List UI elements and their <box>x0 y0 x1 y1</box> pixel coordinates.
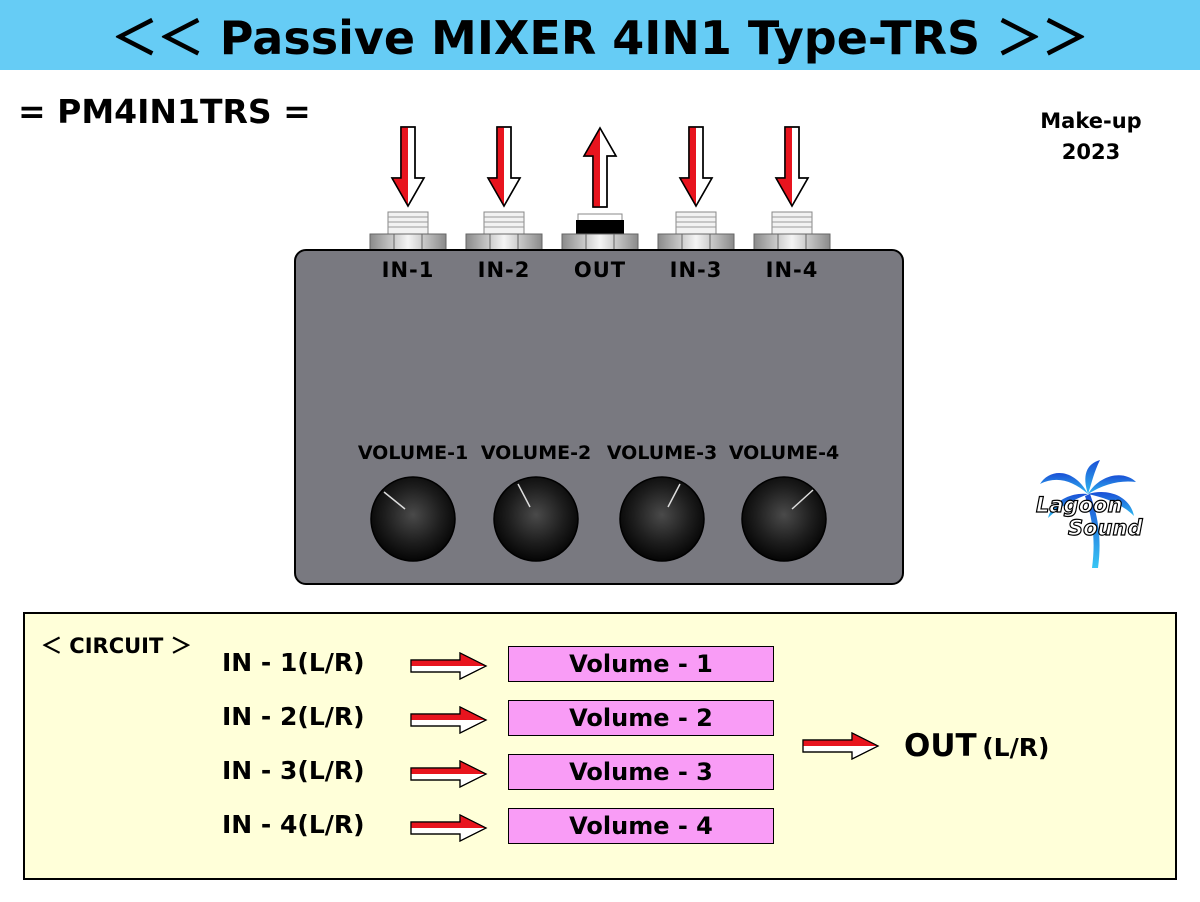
jack-label-in-2: IN-2 <box>477 258 531 282</box>
knob-label-volume-2: VOLUME-2 <box>480 442 592 464</box>
circuit-input-4: IN - 4(L/R) <box>222 810 365 839</box>
in-4-jack <box>753 211 831 251</box>
circuit-title: ＜ CIRCUIT ＞ <box>41 634 192 658</box>
out-jack <box>561 213 639 251</box>
circuit-output-channels: (L/R) <box>982 733 1050 762</box>
flow-arrow-3-icon <box>410 760 488 788</box>
jack-label-out: OUT <box>573 258 627 282</box>
circuit-output-label: OUT <box>904 728 977 764</box>
in-1-arrow-icon <box>390 126 426 208</box>
jack-connectors <box>369 211 831 251</box>
jack-label-in-4: IN-4 <box>765 258 819 282</box>
jack-label-in-3: IN-3 <box>669 258 723 282</box>
logo-text-lagoon: Lagoon <box>1036 493 1122 517</box>
jack-label-in-1: IN-1 <box>381 258 435 282</box>
flow-arrow-2-icon <box>410 706 488 734</box>
in-2-jack <box>465 211 543 251</box>
circuit-volume-1: Volume - 1 <box>508 646 774 682</box>
knob-label-volume-3: VOLUME-3 <box>606 442 718 464</box>
in-3-jack <box>657 211 735 251</box>
makeup-year: 2023 <box>1061 140 1121 164</box>
volume-3-knob[interactable] <box>618 475 706 563</box>
knob-label-volume-4: VOLUME-4 <box>728 442 840 464</box>
in-2-arrow-icon <box>486 126 522 208</box>
title-banner: ＜＜ Passive MIXER 4IN1 Type-TRS ＞＞ <box>0 0 1200 70</box>
circuit-input-2: IN - 2(L/R) <box>222 702 365 731</box>
in-1-jack <box>369 211 447 251</box>
in-4-arrow-icon <box>774 126 810 208</box>
knob-label-volume-1: VOLUME-1 <box>357 442 469 464</box>
logo-text-sound: Sound <box>1068 516 1143 540</box>
circuit-volume-4: Volume - 4 <box>508 808 774 844</box>
in-3-arrow-icon <box>678 126 714 208</box>
model-name: = PM4IN1TRS = <box>18 92 311 131</box>
circuit-input-3: IN - 3(L/R) <box>222 756 365 785</box>
circuit-volume-2: Volume - 2 <box>508 700 774 736</box>
flow-arrow-1-icon <box>410 652 488 680</box>
volume-4-knob[interactable] <box>740 475 828 563</box>
makeup-label: Make-up <box>1040 109 1142 133</box>
volume-1-knob[interactable] <box>369 475 457 563</box>
makeup-date: Make-up 2023 <box>1040 106 1142 168</box>
circuit-input-1: IN - 1(L/R) <box>222 648 365 677</box>
flow-arrow-out-icon <box>802 732 880 760</box>
circuit-output: OUT (L/R) <box>904 728 1049 764</box>
circuit-volume-3: Volume - 3 <box>508 754 774 790</box>
out-arrow-icon <box>582 126 618 208</box>
volume-2-knob[interactable] <box>492 475 580 563</box>
flow-arrow-4-icon <box>410 814 488 842</box>
lagoon-sound-logo: Lagoon Sound <box>1035 460 1144 568</box>
page-title: ＜＜ Passive MIXER 4IN1 Type-TRS ＞＞ <box>111 11 1089 65</box>
